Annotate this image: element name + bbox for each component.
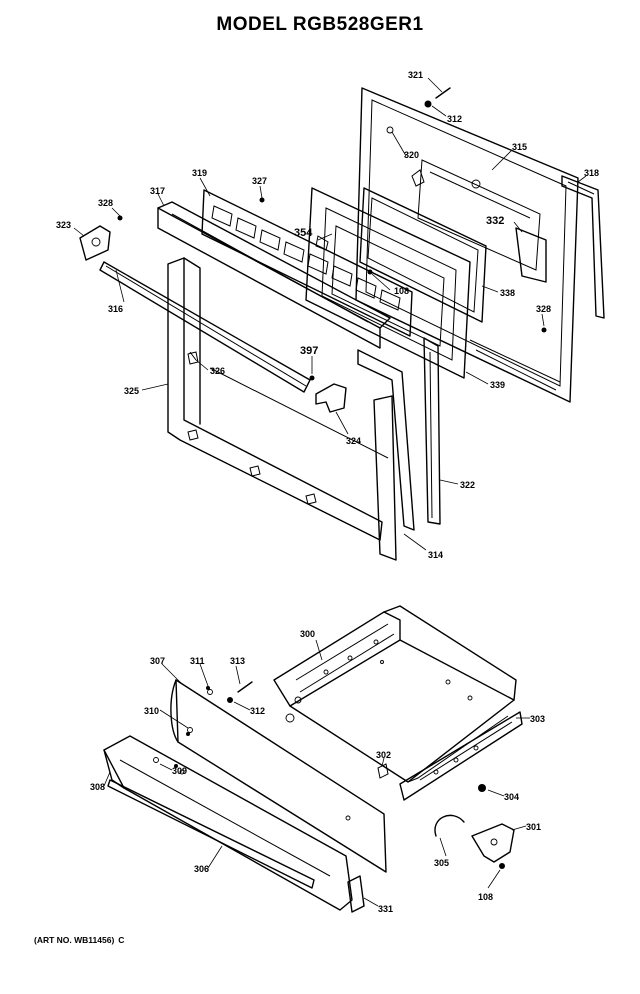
part-label-323: 323 [56,220,71,230]
part-label-306: 306 [194,864,209,874]
lower-small-hardware [174,681,253,768]
art-number-text: (ART NO. WB11456) [34,935,115,945]
drawer-side-rail-303 [399,711,523,801]
part-label-320: 320 [404,150,419,160]
part-label-325: 325 [124,386,139,396]
part-label-312b: 312 [250,706,265,716]
part-label-331: 331 [378,904,393,914]
part-label-303: 303 [530,714,545,724]
part-label-302: 302 [376,750,391,760]
part-label-318: 318 [584,168,599,178]
upper-leader-lines [73,77,587,551]
part-label-354: 354 [294,227,313,239]
part-label-304: 304 [504,792,519,802]
art-number-suffix: C [118,935,125,945]
part-label-397: 397 [300,345,318,357]
latch-324 [315,383,347,413]
part-label-338: 338 [500,288,515,298]
screw-108 [499,863,505,869]
part-label-307: 307 [150,656,165,666]
part-label-305: 305 [434,858,449,868]
part-label-328b: 328 [536,304,551,314]
part-label-315: 315 [512,142,527,152]
part-label-332: 332 [486,215,504,227]
part-label-311: 311 [190,656,205,666]
nut-304 [478,784,486,792]
part-label-310: 310 [144,706,159,716]
door-side-trim-318 [561,175,605,319]
part-label-339: 339 [490,380,505,390]
part-label-301: 301 [526,822,541,832]
door-side-rail-322 [423,337,441,525]
part-label-312: 312 [447,114,462,124]
handle-rod-316 [99,261,311,393]
lower-leader-lines [103,639,530,907]
part-label-326: 326 [210,366,225,376]
upper-small-hardware [117,87,547,381]
bolt-302 [377,763,389,779]
part-label-327: 327 [252,176,267,186]
drawer-front-outer-306 [103,735,353,911]
door-window-frame-339 [305,187,471,379]
part-label-308: 308 [90,782,105,792]
part-label-313: 313 [230,656,245,666]
part-label-316: 316 [108,304,123,314]
part-label-108b: 108 [478,892,493,902]
part-label-319: 319 [192,168,207,178]
part-label-314: 314 [428,550,443,560]
door-main-frame-325 [167,257,397,561]
door-outer-panel-315 [355,87,579,403]
part-label-321: 321 [408,70,423,80]
art-number: (ART NO. WB11456)C [34,935,128,945]
end-cap-331 [347,875,365,913]
part-label-322: 322 [460,480,475,490]
clip-305 [434,814,465,837]
door-side-channel-314 [357,349,415,531]
drawer-body-300 [273,605,517,783]
diagram-title: MODEL RGB528GER1 [216,14,424,35]
hinge-bracket-323 [79,225,111,261]
part-label-324: 324 [346,436,361,446]
part-label-317: 317 [150,186,165,196]
bracket-301 [471,823,515,863]
part-label-328: 328 [98,198,113,208]
part-label-309: 309 [172,766,187,776]
part-label-108: 108 [394,286,409,296]
door-top-trim-317 [157,201,391,349]
part-label-300: 300 [300,629,315,639]
vent-trim-319 [201,189,413,337]
door-liner-338 [359,187,487,323]
